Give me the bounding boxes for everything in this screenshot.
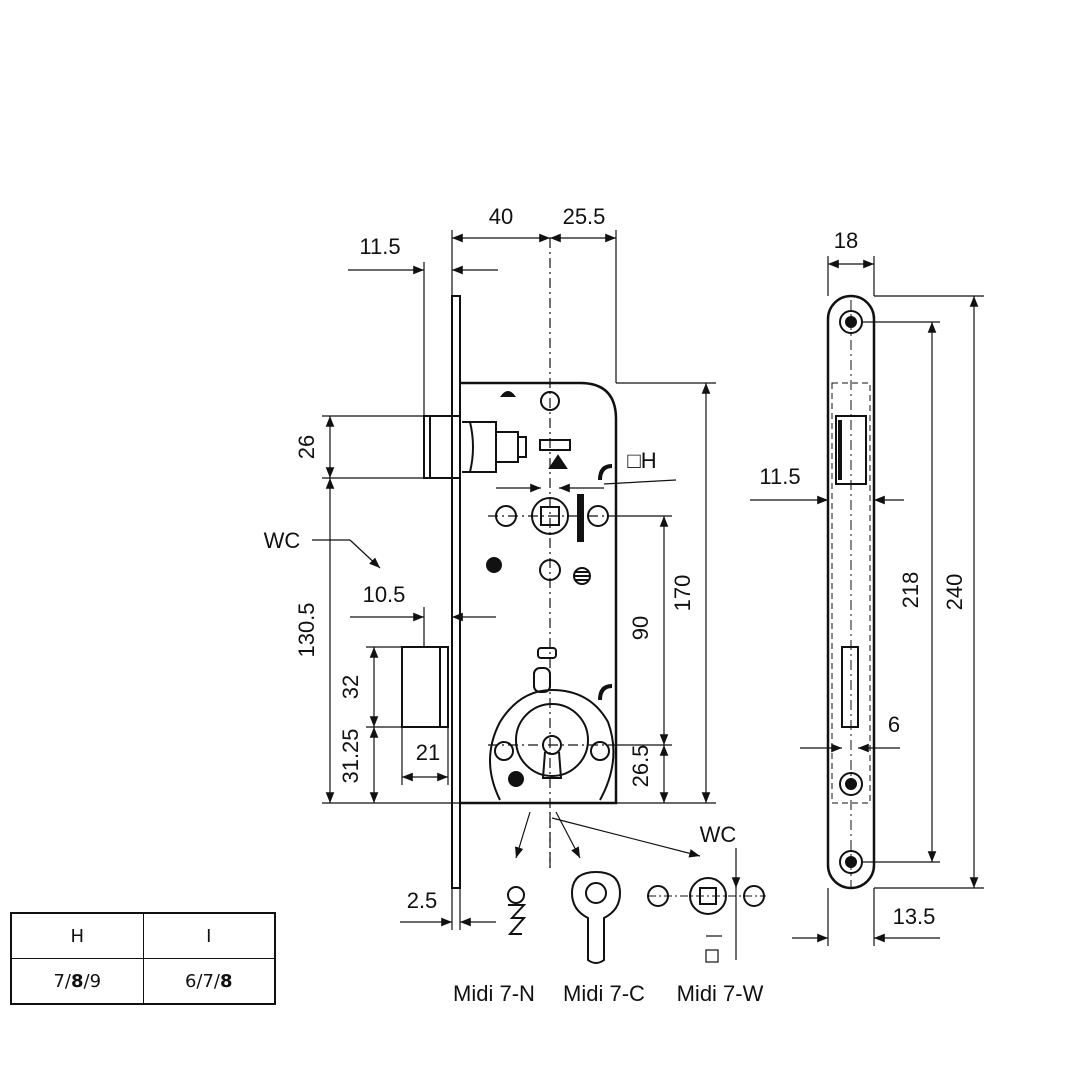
lock-case xyxy=(460,381,618,805)
spec-table-header-row: H I xyxy=(10,912,276,959)
dim-11-5-front: 11.5 xyxy=(359,234,400,259)
spec-i-bold: 8 xyxy=(220,970,233,992)
lock-body xyxy=(401,295,618,889)
dim-90: 90 xyxy=(628,616,653,640)
dim-32: 32 xyxy=(338,675,363,699)
variant-label-c: Midi 7-C xyxy=(563,981,645,1006)
spec-cell-i: 6/7/8 xyxy=(142,958,276,1005)
spec-table-row: 7/8/9 6/7/8 xyxy=(10,958,276,1005)
dim-25-5: 25.5 xyxy=(563,204,606,229)
dim-218: 218 xyxy=(898,572,923,609)
center-lines xyxy=(488,238,614,870)
dim-2-5: 2.5 xyxy=(407,888,438,913)
square-h-label: □H xyxy=(627,448,656,473)
dim-40: 40 xyxy=(489,204,513,229)
dimension-lines xyxy=(312,230,716,930)
wc-label-left: WC xyxy=(264,528,301,553)
dim-21: 21 xyxy=(416,740,440,765)
spec-h-pre: 7/ xyxy=(53,970,71,992)
strike-dimensions xyxy=(750,256,984,946)
dim-170: 170 xyxy=(670,575,695,612)
variant-c-icon xyxy=(570,870,622,964)
dim-26: 26 xyxy=(294,435,319,459)
variant-label-n: Midi 7-N xyxy=(453,981,535,1006)
latch-bolt xyxy=(423,415,461,479)
variant-n-icon xyxy=(507,886,527,935)
spec-h-bold: 8 xyxy=(70,970,84,992)
spec-h-post: /9 xyxy=(83,970,102,992)
spec-table: H I 7/8/9 6/7/8 xyxy=(10,912,276,1005)
dead-bolt xyxy=(401,646,449,728)
dim-11-5-strike: 11.5 xyxy=(759,464,800,489)
dim-26-5: 26.5 xyxy=(628,745,653,788)
dim-240: 240 xyxy=(942,574,967,611)
spec-header-i: I xyxy=(142,912,276,959)
dim-13-5: 13.5 xyxy=(893,904,936,929)
dim-10-5: 10.5 xyxy=(363,582,406,607)
spec-cell-h: 7/8/9 xyxy=(10,958,144,1005)
variant-w-icon xyxy=(647,848,766,963)
dim-18: 18 xyxy=(834,228,858,253)
dim-130-5: 130.5 xyxy=(294,602,319,657)
faceplate xyxy=(451,295,461,889)
spec-i-pre: 6/7/ xyxy=(184,970,220,992)
cylinder-rose xyxy=(489,688,615,801)
dim-6: 6 xyxy=(888,712,900,737)
strike-plate xyxy=(826,294,876,890)
spec-header-h: H xyxy=(10,912,144,959)
wc-label-right: WC xyxy=(700,822,737,847)
dim-31-25: 31.25 xyxy=(338,728,363,783)
dimension-labels: 40 25.5 11.5 26 WC 10.5 130.5 32 31.25 2… xyxy=(264,204,967,929)
variant-label-w: Midi 7-W xyxy=(677,981,764,1006)
variant-labels: Midi 7-N Midi 7-C Midi 7-W xyxy=(453,981,764,1006)
latch-spring xyxy=(462,421,497,473)
